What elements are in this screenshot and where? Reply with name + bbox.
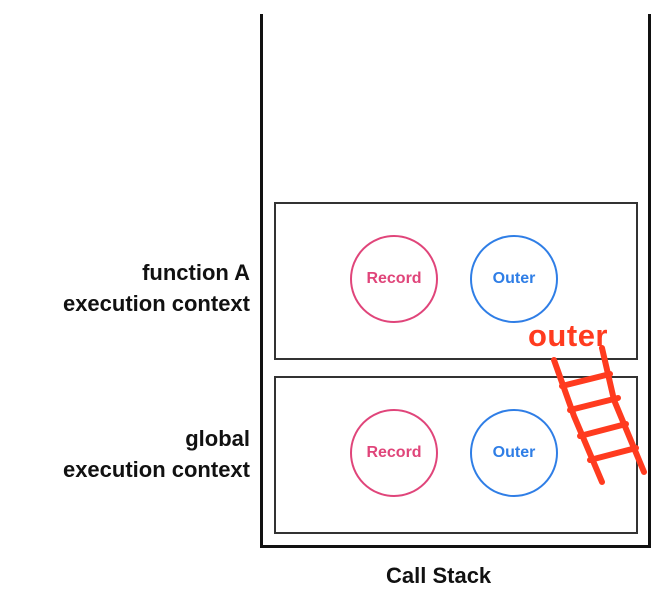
function-a-outer-circle: Outer <box>470 235 558 323</box>
call-stack-right-wall <box>648 14 651 548</box>
function-a-context-label: function A execution context <box>63 257 250 319</box>
function-a-outer-label: Outer <box>492 270 536 287</box>
ladder-rung-2 <box>567 395 621 413</box>
ladder-icon <box>551 345 647 485</box>
ladder-rung-4 <box>587 445 639 463</box>
global-context-label: global execution context <box>63 423 250 485</box>
call-stack-title: Call Stack <box>386 563 492 588</box>
global-record-label: Record <box>366 444 422 461</box>
outer-annotation-text: outer <box>528 318 608 353</box>
call-stack-bottom-wall <box>260 545 651 548</box>
function-a-record-circle: Record <box>350 235 438 323</box>
global-record-circle: Record <box>350 409 438 497</box>
function-a-execution-context-box: Record Outer <box>274 202 638 360</box>
function-a-label-line-1: function A <box>142 260 250 285</box>
ladder-rung-1 <box>559 371 613 389</box>
global-outer-label: Outer <box>492 444 536 461</box>
ladder-rung-3 <box>577 421 629 439</box>
function-a-record-label: Record <box>366 270 422 287</box>
global-label-line-2: execution context <box>62 457 250 482</box>
global-execution-context-box: Record Outer <box>274 376 638 534</box>
function-a-label-line-2: execution context <box>62 291 250 316</box>
global-outer-circle: Outer <box>470 409 558 497</box>
call-stack-left-wall <box>260 14 263 548</box>
global-label-line-1: global <box>185 426 250 451</box>
